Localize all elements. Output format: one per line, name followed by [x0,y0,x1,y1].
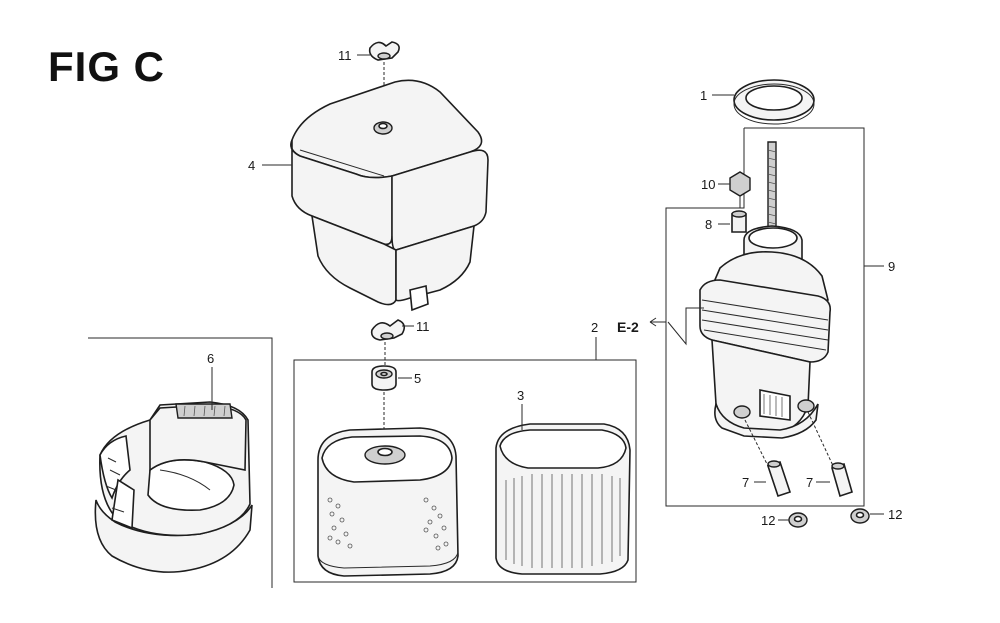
nut-left [788,512,808,528]
callout-11-top: 11 [338,48,352,63]
boss-axis-left [744,419,771,471]
filter-base-bracket [88,337,273,588]
air-cleaner-cover [290,79,489,312]
element-perforations [327,497,449,551]
callout-7-right: 7 [806,475,813,490]
wing-nut-bottom [370,319,406,341]
filter-element-bracket [293,337,637,583]
paper-filter-element [317,427,459,577]
callout-8: 8 [705,217,712,232]
cover-group: 11 4 [248,41,489,368]
callout-6: 6 [207,351,214,366]
filter-base-group: 6 [88,337,273,588]
filter-element-group: 2 5 [293,320,637,583]
figure-title: FIG C [48,43,165,90]
callout-12-right: 12 [888,507,902,522]
callout-11-bottom: 11 [416,319,430,334]
callout-1: 1 [700,88,707,103]
callout-7-left: 7 [742,475,749,490]
elbow-bracket [665,127,865,507]
pin-right [831,462,853,498]
air-cleaner-elbow [699,225,832,439]
nut-right [850,508,870,524]
callout-2: 2 [591,320,598,335]
callout-e2: E-2 [617,319,639,335]
grommet-part [371,365,397,391]
seal-ring-part [733,79,815,125]
e2-reference-line [667,307,704,346]
filter-base-part [94,401,253,573]
bolt-part [729,171,751,208]
callout-3: 3 [517,388,524,403]
callout-4: 4 [248,158,255,173]
callout-5: 5 [414,371,421,386]
wing-nut-top [368,41,400,61]
callout-9: 9 [888,259,895,274]
foam-filter-element [495,423,631,575]
boss-axis-right [807,411,836,471]
callout-10: 10 [701,177,715,192]
callout-12-left: 12 [761,513,775,528]
elbow-assembly-group: 9 1 10 8 [617,79,902,528]
pin-left [766,460,792,498]
collar-part [731,210,747,233]
